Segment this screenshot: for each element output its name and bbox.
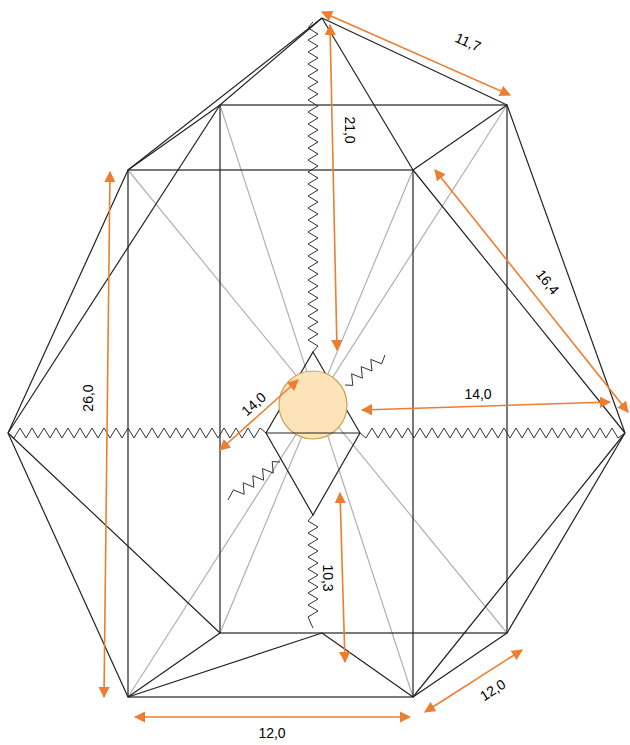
- dimension-label: 14,0: [237, 388, 271, 421]
- spring-coil: [308, 515, 318, 628]
- dimension-label: 12,0: [476, 675, 511, 705]
- dimension-label: 11,7: [451, 29, 485, 56]
- central-body: [266, 352, 360, 515]
- dimension-arrows: [104, 12, 628, 717]
- spring-coil: [8, 428, 266, 438]
- dimension-label: 16,4: [532, 265, 564, 299]
- dimension-label: 12,0: [256, 725, 287, 741]
- dimension-label: 26,0: [80, 382, 96, 413]
- dimension-label: 21,0: [342, 114, 358, 145]
- dimension-label: 14,0: [462, 386, 493, 402]
- springs: [8, 22, 625, 628]
- dimension-label: 10,3: [320, 562, 336, 593]
- spring-coil: [360, 428, 625, 438]
- grey-diagonals: [128, 105, 507, 697]
- polyhedron-edges: [8, 18, 625, 697]
- spring-coil: [308, 22, 318, 352]
- spring-coil: [228, 462, 280, 500]
- spring-coil: [345, 355, 385, 385]
